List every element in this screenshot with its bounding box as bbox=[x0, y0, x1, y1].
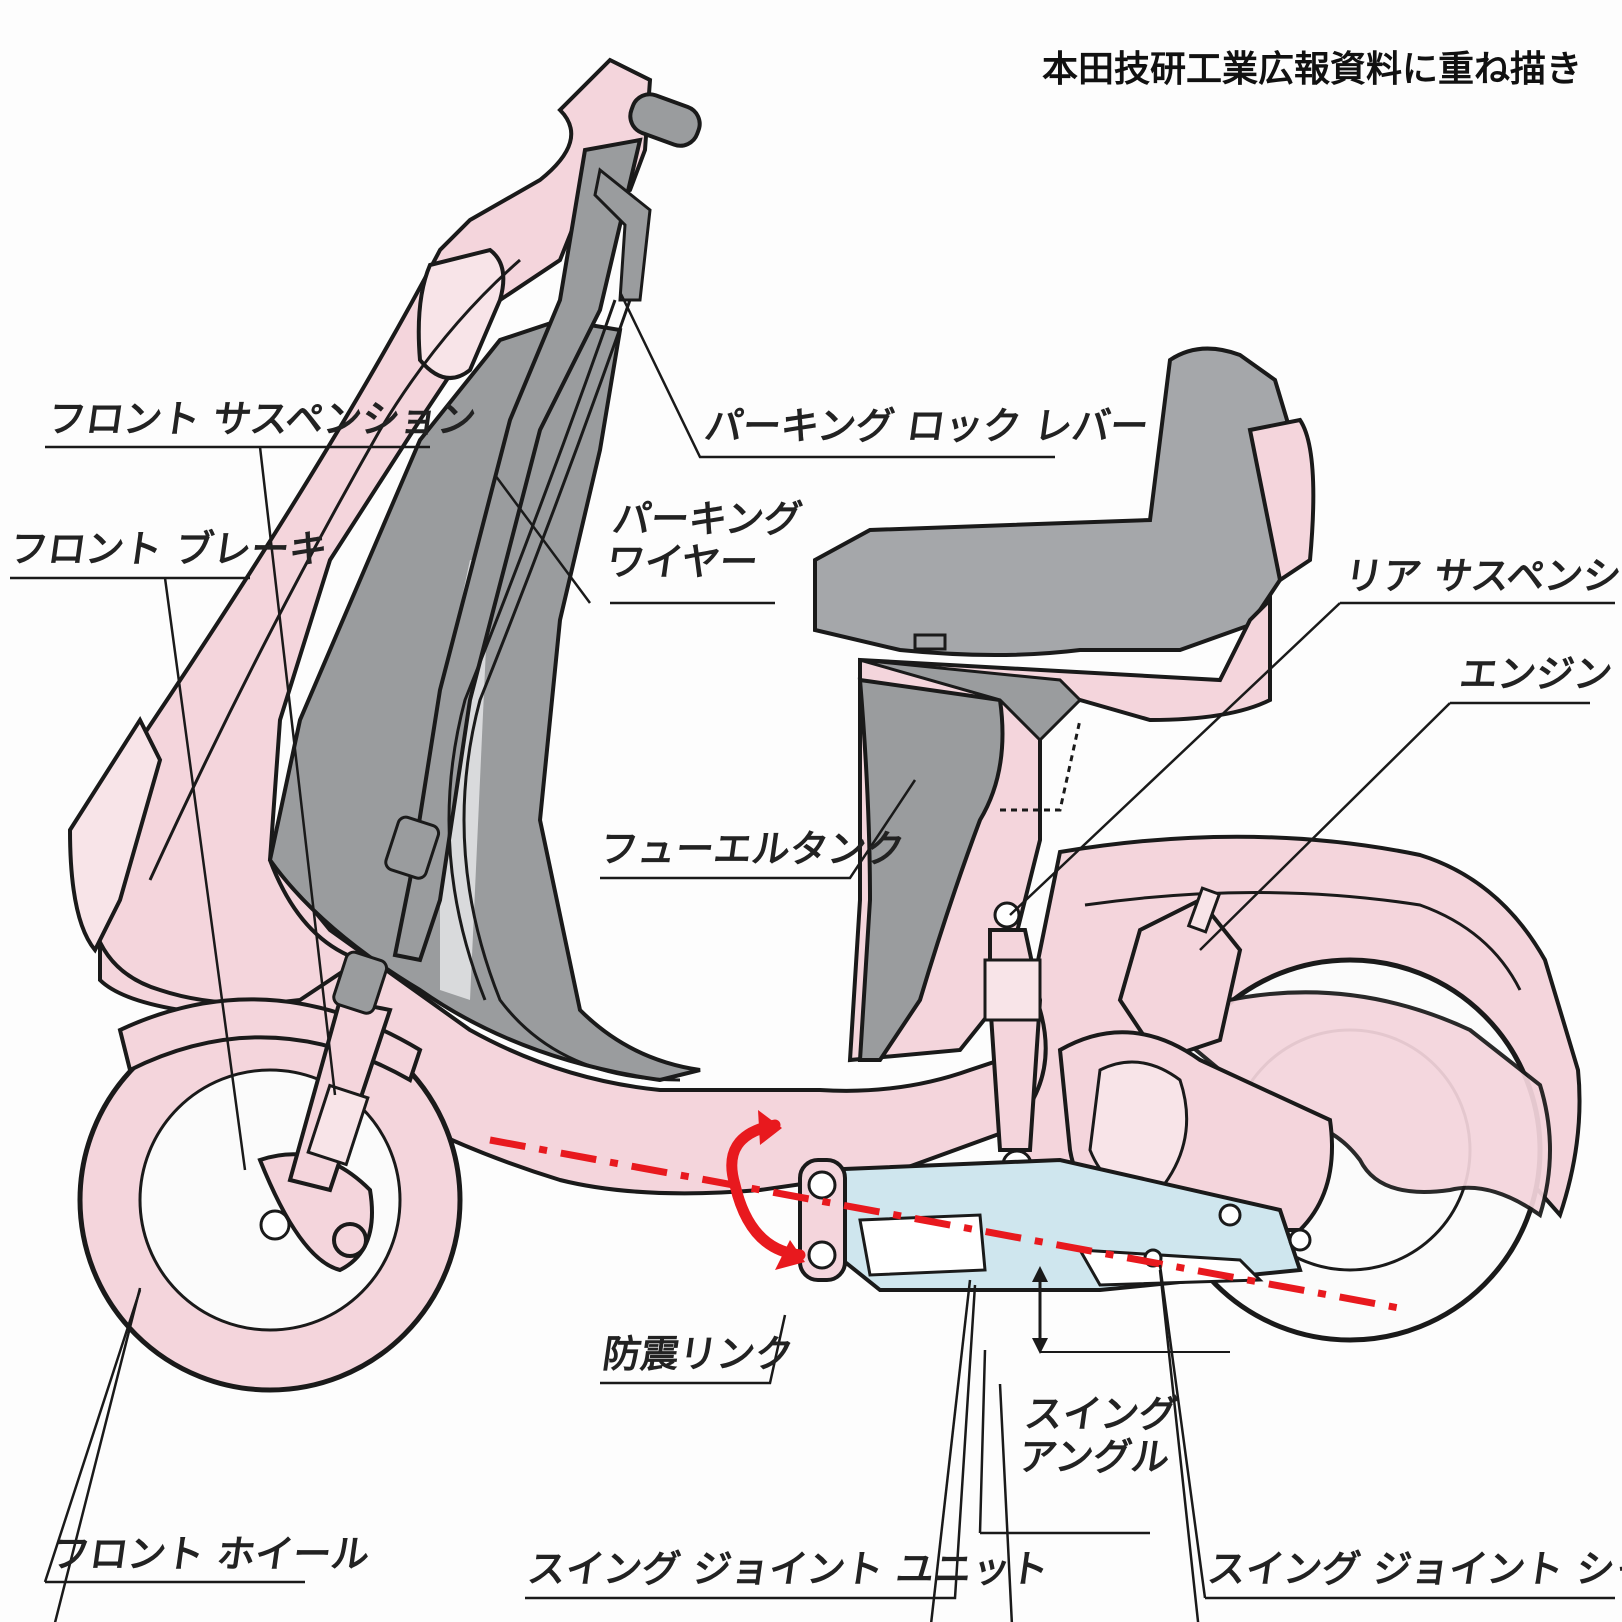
front-damper-cap-2 bbox=[384, 815, 441, 880]
front-hub bbox=[259, 1209, 291, 1241]
link-pin-top bbox=[807, 1170, 837, 1200]
steering-column bbox=[392, 137, 643, 963]
swing-end-pin bbox=[1288, 1228, 1312, 1252]
fuel-tank bbox=[857, 677, 1005, 1062]
swing-angle-head-bottom bbox=[1032, 1338, 1048, 1354]
leader-front-brake bbox=[10, 576, 250, 1171]
parking-lever bbox=[593, 167, 652, 302]
rear-fender-over bbox=[1156, 990, 1552, 1219]
engine-plug bbox=[1186, 886, 1222, 934]
label-swing-joint-unit: スイング ジョイント ユニット bbox=[524, 1547, 1052, 1591]
leader-parking-wire bbox=[493, 474, 775, 605]
label-swing-angle: スイング アングル bbox=[1015, 1392, 1181, 1479]
red-swing-axis bbox=[489, 1136, 1411, 1314]
rotation-arrow-head-bottom bbox=[775, 1240, 805, 1270]
front-cowl-panel bbox=[67, 715, 163, 954]
leader-front-suspension bbox=[45, 445, 430, 1096]
credit-note: 本田技研工業広報資料に重ね描き bbox=[1041, 49, 1582, 90]
label-front-brake: フロント ブレーキ bbox=[6, 527, 331, 571]
label-parking-wire-line1: パーキング bbox=[609, 497, 805, 541]
link-pin-bottom bbox=[807, 1240, 837, 1270]
swing-rear-pin bbox=[1218, 1203, 1242, 1227]
rotation-arrow-head-top bbox=[758, 1110, 782, 1145]
label-front-suspension: フロント サスペンション bbox=[44, 397, 479, 441]
fuel-tank-dashed bbox=[1000, 719, 1082, 812]
swing-joint-inner bbox=[858, 1213, 987, 1277]
front-spring bbox=[306, 1083, 370, 1167]
seat bbox=[813, 346, 1293, 657]
rear-grab bbox=[1247, 417, 1316, 584]
label-front-wheel: フロント ホイール bbox=[48, 1532, 373, 1576]
leader-engine bbox=[1199, 701, 1590, 951]
label-parking-lock-lever: パーキング ロック レバー bbox=[701, 404, 1152, 448]
leader-rear-suspension bbox=[1009, 601, 1615, 916]
parking-wire-2 bbox=[447, 299, 617, 1001]
cowl-crease bbox=[148, 258, 521, 881]
label-swing-angle-line1: スイング bbox=[1021, 1392, 1181, 1436]
handle-grip bbox=[628, 92, 702, 148]
label-parking-wire: パーキング ワイヤー bbox=[603, 497, 805, 584]
label-anti-vibration-link: 防震リンク bbox=[599, 1332, 797, 1376]
label-parking-wire-line2: ワイヤー bbox=[603, 539, 762, 584]
label-fuel-tank: フューエルタンク bbox=[596, 827, 908, 871]
fuel-tank-upper bbox=[859, 658, 1083, 743]
leader-fuel-tank bbox=[600, 779, 917, 880]
label-engine: エンジン bbox=[1456, 652, 1616, 696]
rotation-arrow bbox=[726, 1119, 806, 1261]
label-rear-suspension: リア サスペンション bbox=[1341, 554, 1622, 598]
label-swing-joint-shaft: スイング ジョイント シャフト bbox=[1204, 1547, 1622, 1591]
rear-cowl-stripe bbox=[1084, 891, 1522, 991]
swing-angle-head-top bbox=[1032, 1266, 1048, 1282]
fuel-cap bbox=[913, 633, 947, 651]
leader-parking-lock-lever bbox=[618, 291, 1055, 459]
front-axle bbox=[332, 1222, 368, 1258]
front-damper-cap bbox=[332, 950, 389, 1015]
rear-spring bbox=[983, 958, 1042, 1022]
parking-wire bbox=[462, 299, 681, 1082]
front-cowl bbox=[92, 57, 653, 1006]
rear-shock-top bbox=[993, 901, 1021, 929]
label-swing-angle-line2: アングル bbox=[1015, 1434, 1173, 1479]
